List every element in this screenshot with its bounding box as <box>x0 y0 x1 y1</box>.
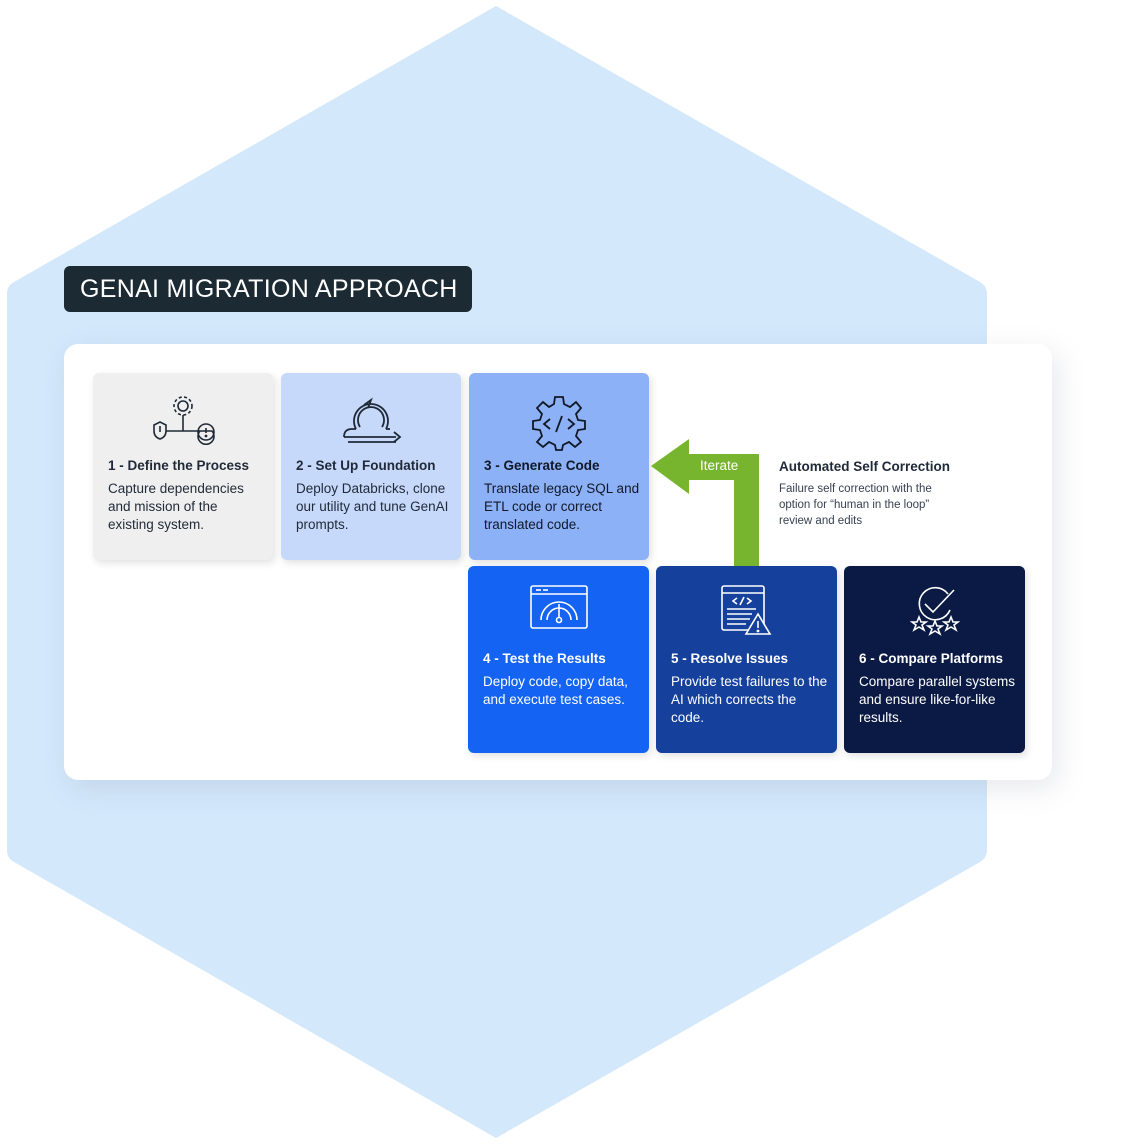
step-description: Provide test failures to the AI which co… <box>671 674 828 725</box>
dashboard-gauge-icon <box>529 585 588 629</box>
step-card-setup-foundation: 2 - Set Up Foundation Deploy Databricks,… <box>281 373 461 560</box>
code-warning-icon <box>720 585 771 635</box>
step-title: 3 - Generate Code <box>484 458 600 473</box>
step-title: 2 - Set Up Foundation <box>296 458 436 473</box>
step-description: Deploy Databricks, clone our utility and… <box>296 481 449 532</box>
iterate-label: Iterate <box>700 458 739 473</box>
self-correction-description: Failure self correction with the option … <box>779 483 932 527</box>
check-stars-icon <box>909 586 960 636</box>
step-title: 5 - Resolve Issues <box>671 651 789 666</box>
step-card-define-process: 1 - Define the Process Capture dependenc… <box>93 373 273 560</box>
step-title: 1 - Define the Process <box>108 458 250 473</box>
step-card-resolve-issues: 5 - Resolve Issues Provide test failures… <box>656 566 837 753</box>
step-description: Capture dependencies and mission of the … <box>108 481 244 532</box>
code-gear-icon <box>532 396 586 451</box>
step-card-test-results: 4 - Test the Results Deploy code, copy d… <box>468 566 649 753</box>
self-correction-title: Automated Self Correction <box>779 459 951 474</box>
step-title: 6 - Compare Platforms <box>859 651 1004 666</box>
step-description: Translate legacy SQL and ETL code or cor… <box>484 481 640 532</box>
step-description: Deploy code, copy data, and execute test… <box>483 674 628 707</box>
step-description: Compare parallel systems and ensure like… <box>859 674 1016 725</box>
process-flow-icon <box>153 396 215 445</box>
step-title: 4 - Test the Results <box>483 651 606 666</box>
step-card-compare-platforms: 6 - Compare Platforms Compare parallel s… <box>844 566 1025 753</box>
page-title: GENAI MIGRATION APPROACH <box>64 266 472 312</box>
step-card-generate-code: 3 - Generate Code Translate legacy SQL a… <box>469 373 649 560</box>
cycle-foundation-icon <box>343 397 402 443</box>
